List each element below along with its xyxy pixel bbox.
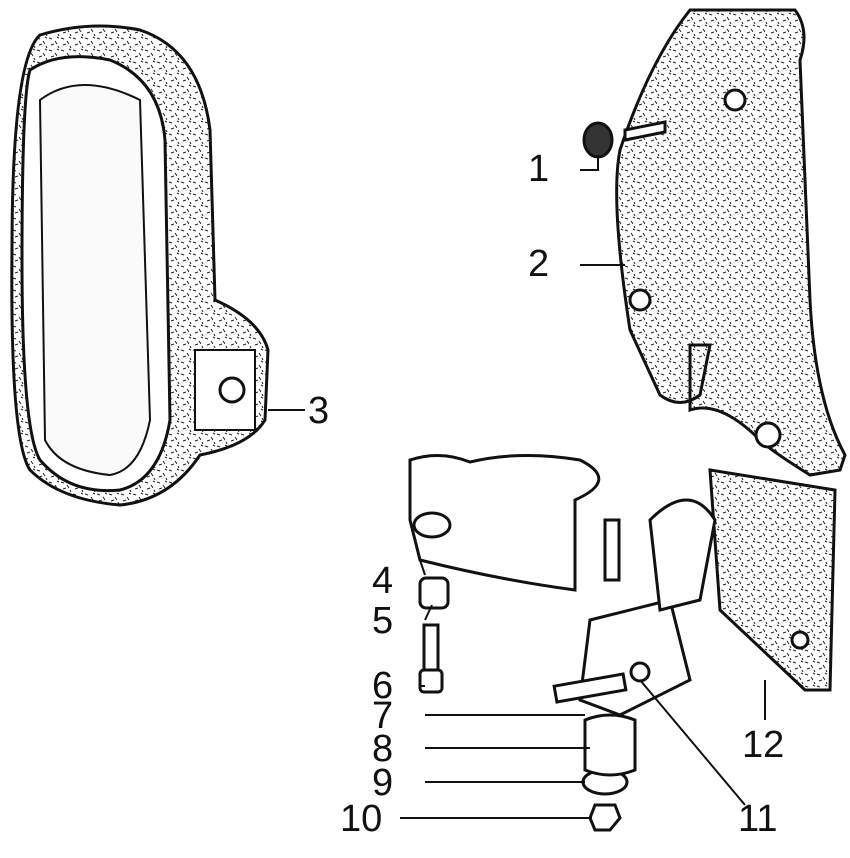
callout-9: 9 xyxy=(372,762,394,804)
callout-8: 8 xyxy=(372,728,394,770)
mounting-plate xyxy=(615,8,847,692)
callout-6: 6 xyxy=(372,665,394,707)
callout-11: 11 xyxy=(738,798,778,840)
callout-7: 7 xyxy=(372,695,394,737)
cap-and-screw xyxy=(582,120,667,159)
callout-1: 1 xyxy=(528,148,550,190)
mirror-housing xyxy=(10,24,270,507)
callout-3: 3 xyxy=(308,390,330,432)
callout-5: 5 xyxy=(372,600,394,642)
callout-10: 10 xyxy=(340,798,383,840)
callout-2: 2 xyxy=(528,243,550,285)
mount-arm xyxy=(408,453,621,592)
small-parts xyxy=(418,576,637,832)
pivot-body xyxy=(552,498,717,717)
callout-12: 12 xyxy=(742,724,785,766)
callout-4: 4 xyxy=(372,560,394,602)
leader-lines xyxy=(268,155,766,819)
